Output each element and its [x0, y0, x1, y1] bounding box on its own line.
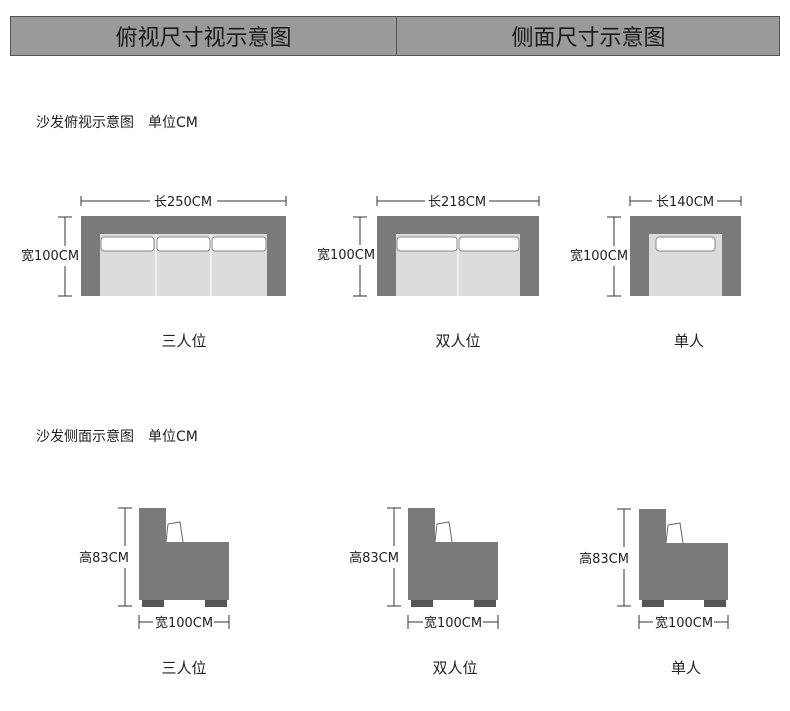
width-dimension	[353, 216, 367, 297]
side-view-unit: 单位CM	[148, 429, 198, 445]
header-top-view-title: 俯视尺寸视示意图	[11, 17, 397, 55]
side-view-section-title: 沙发侧面示意图单位CM	[36, 426, 198, 446]
length-label: 长250CM	[154, 195, 212, 210]
sofa-side-outline	[408, 508, 498, 607]
depth-dimension	[638, 615, 729, 629]
width-dimension	[607, 216, 621, 297]
side-view-two-seat-name: 双人位	[432, 659, 478, 677]
width-label: 宽100CM	[570, 248, 628, 264]
length-label: 长140CM	[656, 195, 714, 210]
header-side-view-title: 侧面尺寸示意图	[511, 26, 666, 51]
sofa-top-outline	[81, 216, 286, 296]
depth-dimension	[407, 615, 499, 629]
depth-label: 宽100CM	[424, 615, 482, 631]
top-view-three-seat-name: 三人位	[161, 332, 207, 350]
top-view-two-seat: 长218CM 宽100CM	[317, 195, 540, 297]
depth-label: 宽100CM	[155, 615, 213, 631]
top-view-two-seat-name: 双人位	[435, 332, 481, 350]
length-dimension	[80, 196, 287, 206]
top-view-unit: 单位CM	[148, 115, 198, 131]
height-label: 高83CM	[579, 551, 629, 567]
depth-label: 宽100CM	[655, 615, 713, 631]
top-view-three-seat: 长250CM 宽100CM	[21, 195, 287, 297]
side-view-single-seat-name: 单人	[670, 659, 702, 677]
sofa-top-outline	[630, 216, 741, 296]
sofa-top-outline	[377, 216, 539, 296]
side-view-two-seat: 高83CM 宽100CM	[349, 507, 499, 631]
header-bar: 俯视尺寸视示意图 侧面尺寸示意图	[10, 16, 780, 56]
top-view-single-seat-name: 单人	[673, 332, 705, 350]
depth-dimension	[138, 615, 230, 629]
height-label: 高83CM	[349, 550, 399, 566]
length-dimension	[629, 196, 742, 206]
top-view-single-seat: 长140CM 宽100CM	[570, 195, 742, 297]
length-dimension	[376, 196, 540, 206]
sofa-side-outline	[139, 508, 229, 607]
top-view-section-title: 沙发俯视示意图单位CM	[36, 112, 198, 132]
length-label: 长218CM	[428, 195, 486, 210]
side-view-three-seat-name: 三人位	[161, 659, 207, 677]
side-view-three-seat: 高83CM 宽100CM	[79, 507, 230, 631]
width-label: 宽100CM	[317, 247, 375, 263]
side-view-single-seat: 高83CM 宽100CM	[579, 508, 729, 631]
side-view-title: 沙发侧面示意图	[36, 429, 134, 445]
width-dimension	[58, 216, 72, 297]
width-label: 宽100CM	[21, 248, 79, 264]
height-dimension	[617, 508, 631, 607]
height-dimension	[118, 507, 132, 607]
top-view-title: 沙发俯视示意图	[36, 115, 134, 131]
height-dimension	[387, 507, 401, 607]
height-label: 高83CM	[79, 550, 129, 566]
sofa-side-outline	[639, 509, 728, 607]
